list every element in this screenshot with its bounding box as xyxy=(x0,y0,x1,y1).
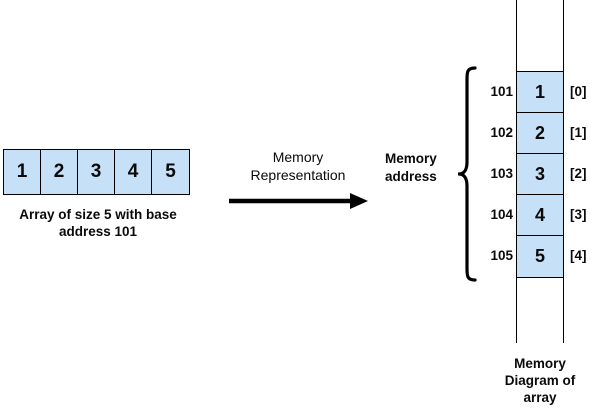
array-cell: 4 xyxy=(115,150,152,194)
memory-cell: 4 xyxy=(517,195,563,236)
memory-representation-label-line-2: Representation xyxy=(250,167,346,183)
memory-address-label: Memory address xyxy=(385,150,457,186)
memory-address-value: 105 xyxy=(490,248,513,263)
memory-diagram-caption: Memory Diagram of array xyxy=(488,355,592,406)
memory-cell: 2 xyxy=(517,113,563,154)
memory-diagram-caption-line-2: Diagram of xyxy=(504,373,576,388)
memory-address-value: 101 xyxy=(490,84,513,99)
memory-address-label-line-2: address xyxy=(385,169,437,184)
memory-diagram-caption-line-3: array xyxy=(523,390,557,405)
array-index-label: [1] xyxy=(570,125,587,140)
left-curly-brace-icon xyxy=(458,66,477,282)
memory-representation-label-line-1: Memory xyxy=(272,149,324,165)
memory-cells: 1 2 3 4 5 xyxy=(516,71,564,278)
array-index-label: [0] xyxy=(570,84,587,99)
right-arrow-icon xyxy=(229,193,368,209)
array-boxes: 1 2 3 4 5 xyxy=(3,149,190,195)
array-cell: 5 xyxy=(152,150,189,194)
memory-cell: 5 xyxy=(517,236,563,277)
memory-cell: 1 xyxy=(517,72,563,113)
array-cell: 3 xyxy=(78,150,115,194)
array-caption-line-2: address 101 xyxy=(58,224,138,239)
memory-address-value: 103 xyxy=(490,166,513,181)
array-index-label: [4] xyxy=(570,248,587,263)
array-index-label: [3] xyxy=(570,207,587,222)
memory-address-value: 102 xyxy=(490,125,513,140)
array-cell: 1 xyxy=(4,150,41,194)
memory-address-label-line-1: Memory xyxy=(385,151,437,166)
memory-cell: 3 xyxy=(517,154,563,195)
memory-address-value: 104 xyxy=(490,207,513,222)
array-index-label: [2] xyxy=(570,166,587,181)
memory-diagram-caption-line-1: Memory xyxy=(514,356,566,371)
memory-representation-label: Memory Representation xyxy=(228,148,368,184)
array-caption: Array of size 5 with base address 101 xyxy=(0,206,196,240)
array-cell: 2 xyxy=(41,150,78,194)
array-caption-line-1: Array of size 5 with base xyxy=(19,207,177,222)
